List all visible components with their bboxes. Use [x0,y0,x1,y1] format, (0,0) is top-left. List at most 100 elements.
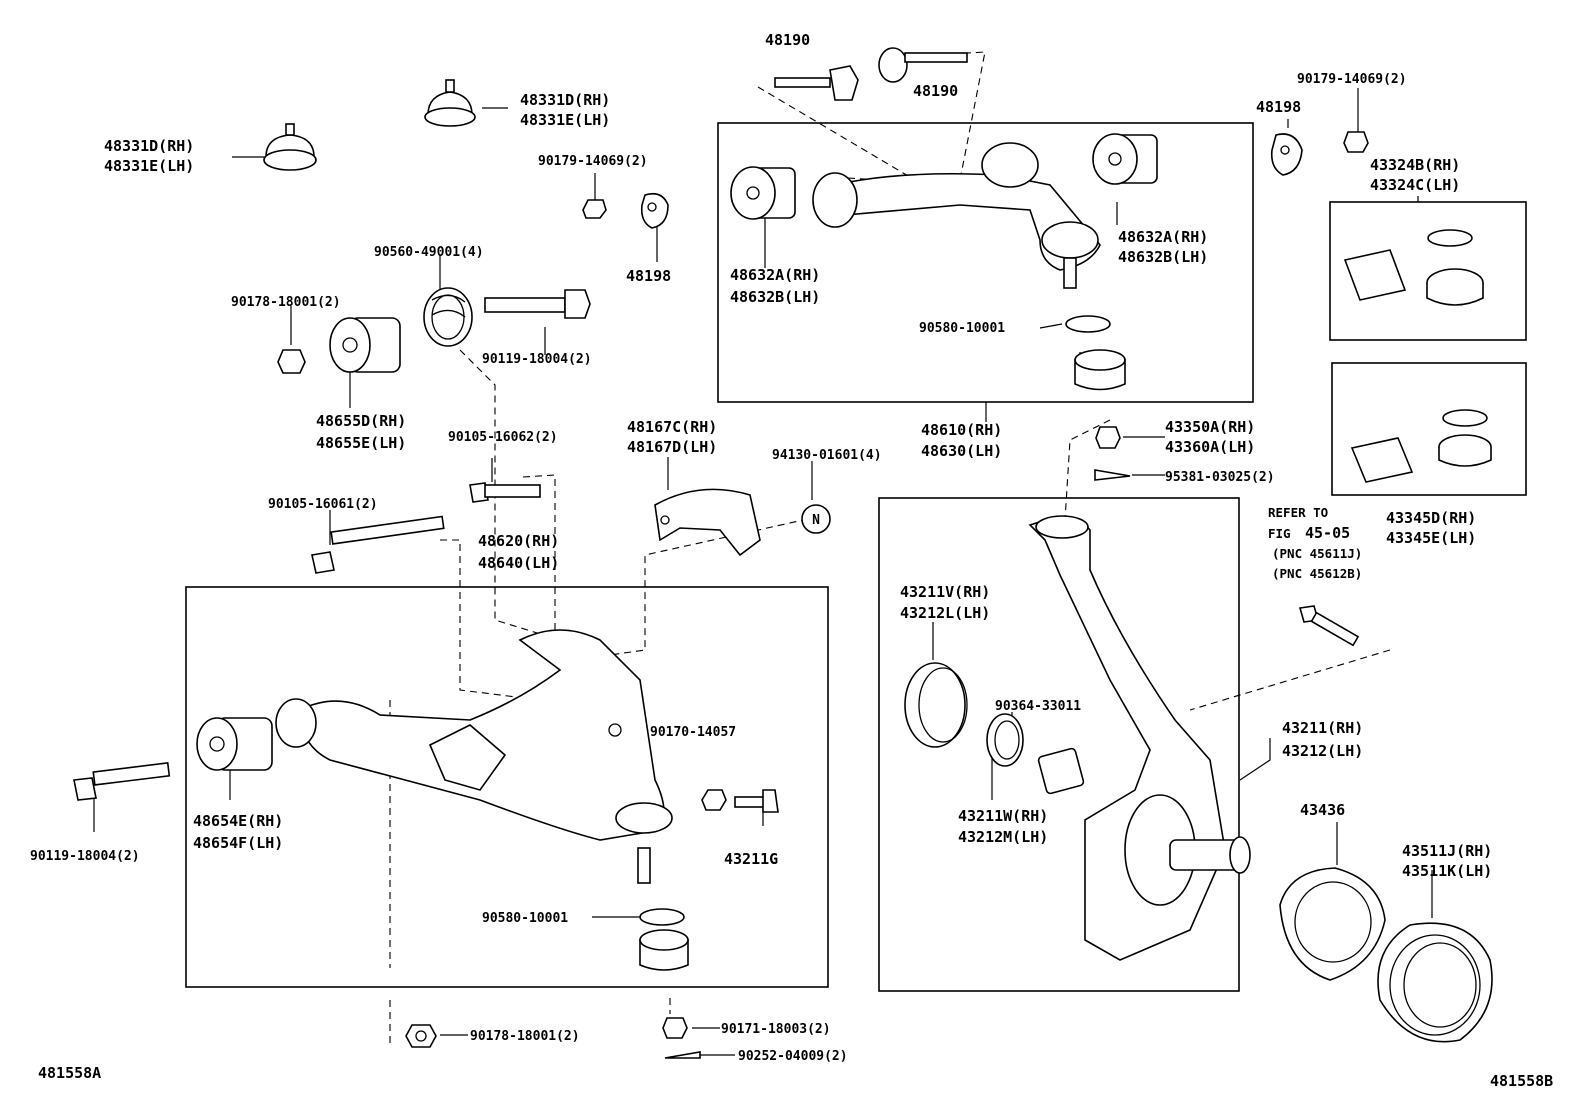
bump-stopper-upper [424,79,476,127]
label-90105-16061: 90105-16061(2) [268,497,378,512]
bolt-90105-16061 [311,515,445,574]
bushing-48655 [329,317,401,373]
note-circle-label: N [812,513,820,528]
label-48331e-left: 48331E(LH) [104,157,194,175]
label-43511j: 43511J(RH) [1402,842,1492,860]
label-43211v: 43211V(RH) [900,583,990,601]
label-48632b-right: 48632B(LH) [1118,248,1208,266]
label-43211w: 43211W(RH) [958,807,1048,825]
ball-joint-boot-upper [1074,349,1126,391]
label-48167c: 48167C(RH) [627,418,717,436]
cam-bolt-48190-left [774,65,859,101]
boot-kit-upper-frame [1329,201,1527,341]
label-refer-fig-number: 45-05 [1305,524,1350,542]
upper-arm-bushing-left [730,166,796,220]
ball-joint-boot-lower [639,929,689,971]
bolt-refer-fig [1298,605,1360,647]
bracket-48198-left [640,192,669,229]
label-43212m: 43212M(LH) [958,828,1048,846]
label-48190-right: 48190 [913,82,958,100]
label-43436: 43436 [1300,801,1345,819]
label-refer-fig-prefix: FIG [1268,526,1291,541]
snap-ring-upper [1065,315,1111,333]
label-90560: 90560-49001(4) [374,245,484,260]
label-90171: 90171-18003(2) [721,1022,831,1037]
oil-seal-43211v [904,662,968,748]
label-48331d-left: 48331D(RH) [104,137,194,155]
label-90364: 90364-33011 [995,699,1081,714]
label-48632a-right: 48632A(RH) [1118,228,1208,246]
diagram-code-left: 481558A [38,1064,101,1082]
label-refer-pnc2: (PNC 45612B) [1272,566,1362,581]
gasket-43436 [1279,867,1386,981]
stud-43211g [734,789,779,813]
label-90105-16062: 90105-16062(2) [448,430,558,445]
label-48331d-upper: 48331D(RH) [520,91,610,109]
label-43212l: 43212L(LH) [900,604,990,622]
leader-lines [93,88,1433,1056]
label-48655e: 48655E(LH) [316,434,406,452]
label-48190-top: 48190 [765,31,810,49]
nut-43350 [1095,426,1121,449]
lower-arm-group-frame [185,586,829,988]
knuckle-group-frame [878,497,1240,992]
label-43360a: 43360A(LH) [1165,438,1255,456]
lower-arm-bushing-48654 [196,717,273,771]
label-43511k: 43511K(LH) [1402,862,1492,880]
cam-bolt-48190-right [878,47,968,83]
label-43324c: 43324C(LH) [1370,176,1460,194]
label-90119-left: 90119-18004(2) [30,849,140,864]
note-circle: N [801,504,831,534]
label-43211: 43211(RH) [1282,719,1363,737]
label-48640: 48640(LH) [478,554,559,572]
part-labels: 48190 48190 48331D(RH) 48331E(LH) 48331D… [30,31,1553,1090]
seal-43211w [986,713,1024,767]
label-90179-left: 90179-14069(2) [538,154,648,169]
ball-joint-stud-lower [637,847,651,884]
label-48167d: 48167D(LH) [627,438,717,456]
boot-kit-lower-frame [1331,362,1527,496]
label-90252: 90252-04009(2) [738,1049,848,1064]
nut-90178-bottom [405,1024,437,1048]
label-43350a: 43350A(RH) [1165,418,1255,436]
label-48198-right: 48198 [1256,98,1301,116]
label-48632a-left: 48632A(RH) [730,266,820,284]
label-48610: 48610(RH) [921,421,1002,439]
bracket-48198-right [1270,133,1303,176]
bump-stopper-left [263,123,317,171]
label-43345d: 43345D(RH) [1386,509,1476,527]
steering-knuckle [1028,515,1251,961]
bolt-90119-top [484,289,591,319]
label-48630: 48630(LH) [921,442,1002,460]
label-90179-right: 90179-14069(2) [1297,72,1407,87]
nut-90171 [662,1017,688,1039]
upper-control-arm [812,142,1101,289]
label-48655d: 48655D(RH) [316,412,406,430]
bolt-90105-16062 [469,482,541,503]
bracket-48167 [654,488,761,557]
label-90170: 90170-14057 [650,725,736,740]
label-refer-pnc1: (PNC 45611J) [1272,546,1362,561]
spring-90560 [423,287,473,347]
label-90119-top: 90119-18004(2) [482,352,592,367]
label-94130: 94130-01601(4) [772,448,882,463]
hub-cover-43511 [1377,922,1493,1043]
nut-90170 [701,789,727,811]
bearing-90364 [1037,747,1085,795]
cotter-pin-95381 [1094,469,1131,481]
label-43212: 43212(LH) [1282,742,1363,760]
cotter-pin-90252 [664,1051,701,1059]
lower-control-arm [275,629,673,841]
label-48654e: 48654E(RH) [193,812,283,830]
label-95381: 95381-03025(2) [1165,470,1275,485]
label-90178-bottom: 90178-18001(2) [470,1029,580,1044]
boot-kit-43324-parts [1343,229,1484,306]
upper-arm-bushing-right [1092,133,1158,185]
label-48654f: 48654F(LH) [193,834,283,852]
label-48620: 48620(RH) [478,532,559,550]
nut-90179-right [1343,131,1369,153]
snap-ring-lower [639,908,685,926]
label-refer-line1: REFER TO [1268,505,1328,520]
label-48632b-left: 48632B(LH) [730,288,820,306]
boot-kit-43345-parts [1350,409,1492,483]
